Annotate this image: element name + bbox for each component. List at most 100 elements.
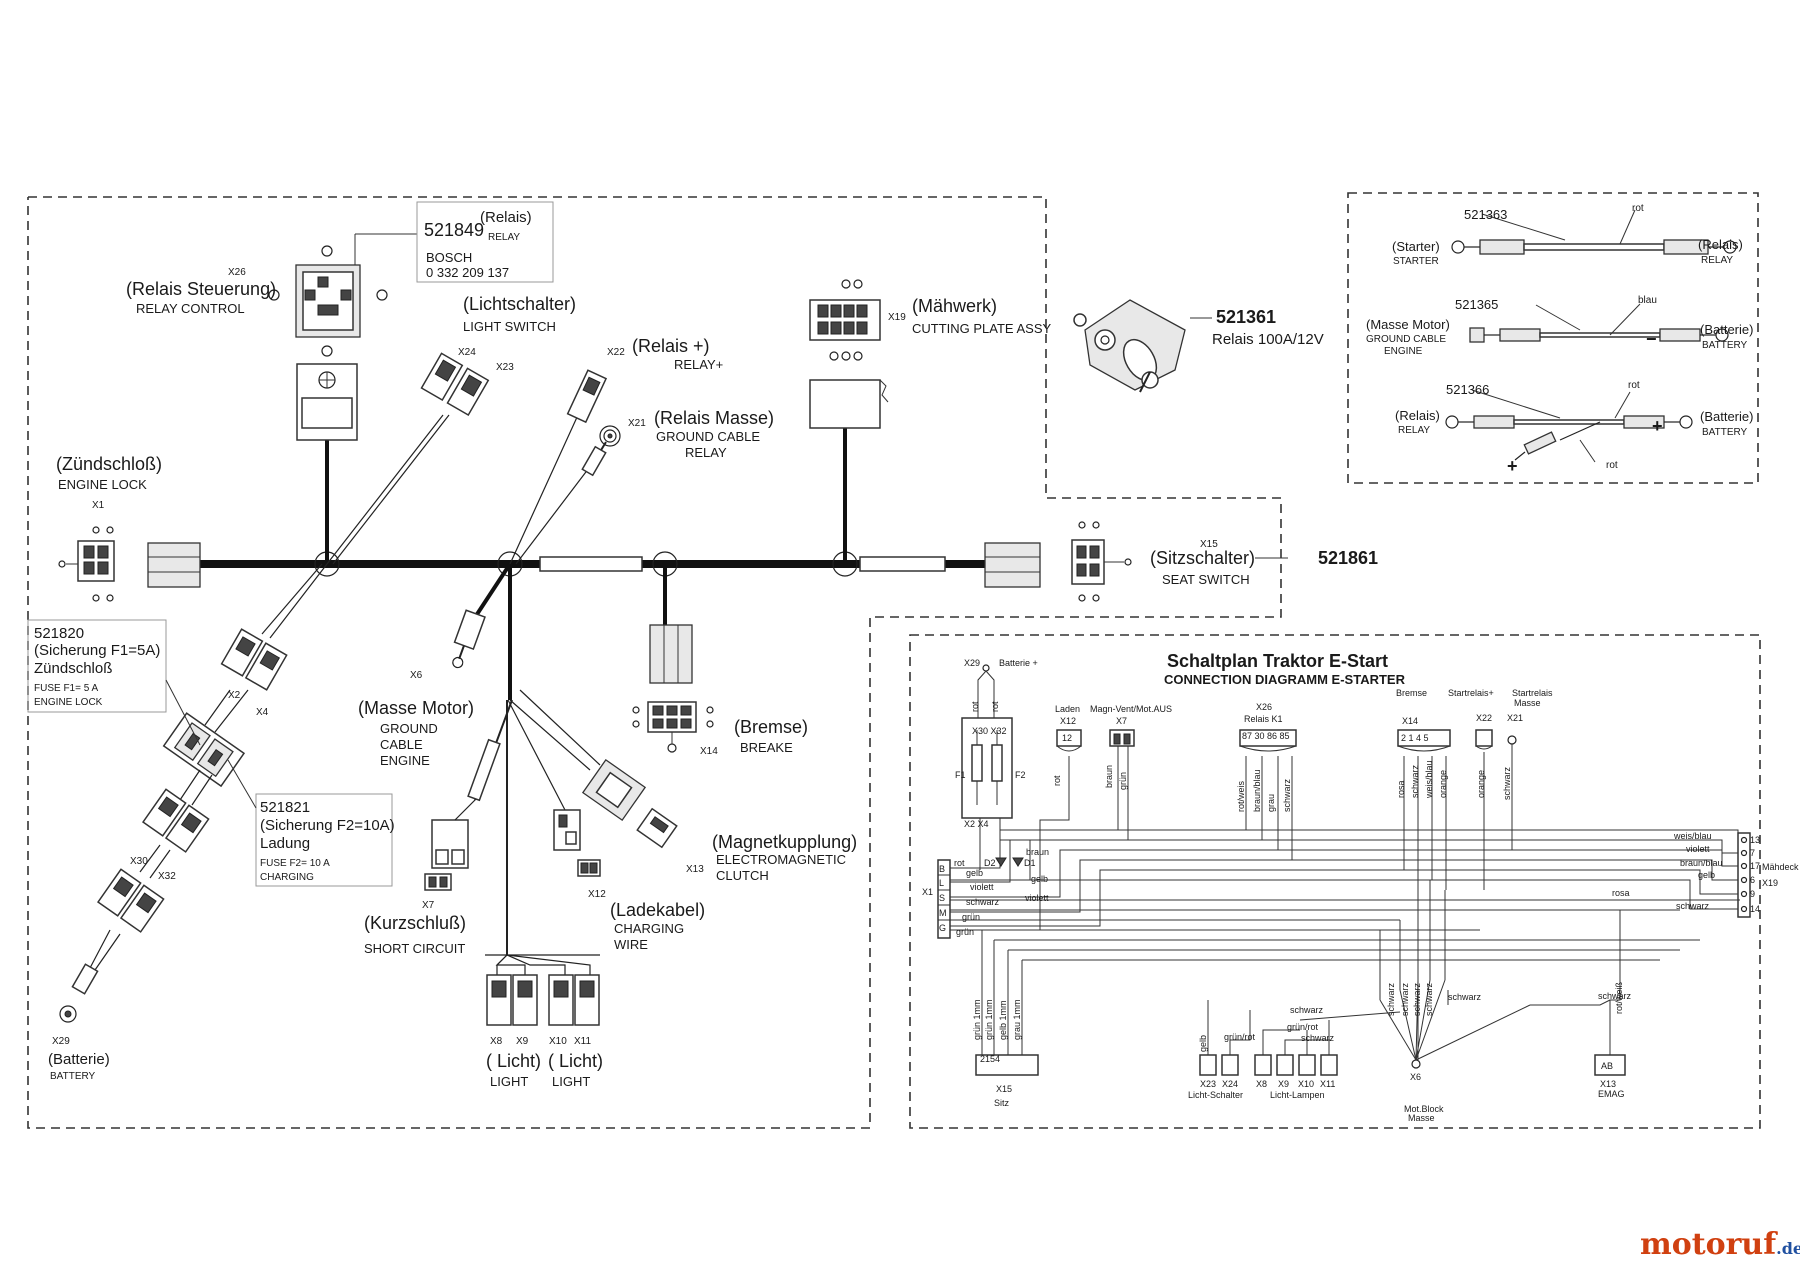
sch-batt: Batterie + <box>999 658 1038 668</box>
sch-w-schwarz-f2: schwarz <box>1400 982 1410 1016</box>
ground-motor-en3: ENGINE <box>380 753 430 768</box>
sch-w-violett1: violett <box>970 882 994 892</box>
sch-pins14: 2 1 4 5 <box>1401 733 1429 743</box>
cable3-left-de: (Relais) <box>1395 408 1440 423</box>
magnet-clutch-connector <box>581 758 678 849</box>
sch-x24: X24 <box>1222 1079 1238 1089</box>
sch-ab: AB <box>1601 1061 1613 1071</box>
battery-en: BATTERY <box>50 1071 96 1082</box>
sch-x1: X1 <box>922 887 933 897</box>
relay-control-x: X26 <box>228 267 246 278</box>
schematic-title: Schaltplan Traktor E-Start <box>1167 651 1388 671</box>
sch-pins12: 12 <box>1062 733 1072 743</box>
sch-w-rotweis: rot/weis <box>1236 780 1246 812</box>
sch-x12: X12 <box>1060 716 1076 726</box>
short-x: X7 <box>422 900 435 911</box>
sch-w-grau: grau <box>1266 794 1276 812</box>
sleeve-3 <box>467 738 501 802</box>
relay-ground-x: X21 <box>628 418 646 429</box>
relay-part-number: 521849 <box>424 220 484 240</box>
schematic-subtitle: CONNECTION DIAGRAMM E-STARTER <box>1164 672 1406 687</box>
cable-521366 <box>1445 415 1693 461</box>
relay-brand: BOSCH <box>426 250 472 265</box>
sch-x8: X8 <box>1256 1079 1267 1089</box>
sch-w-schwarz5: schwarz <box>1301 1033 1335 1043</box>
sch-laden: Laden <box>1055 704 1080 714</box>
sch-x11: X11 <box>1320 1079 1335 1089</box>
cable2-left-en1: GROUND CABLE <box>1366 334 1446 345</box>
x32-label: X32 <box>158 871 176 882</box>
brake-x: X14 <box>700 746 718 757</box>
cable1-color: rot <box>1632 203 1644 214</box>
sch-startrelais-masse1: Startrelais <box>1512 688 1553 698</box>
sch-w-violett2: violett <box>1025 893 1049 903</box>
cable1-part: 521363 <box>1464 207 1507 222</box>
cutting-plug <box>809 379 881 429</box>
brake-plug <box>649 624 693 684</box>
sch-x19-w6: schwarz <box>1676 901 1710 911</box>
sch-pins15: 2154 <box>980 1054 1000 1064</box>
brand-logo: motoruf.de <box>1640 1227 1800 1262</box>
brand-name: motoruf <box>1640 1227 1778 1262</box>
sch-w-schwarz-v3: schwarz <box>1502 766 1512 800</box>
magnet-x: X13 <box>686 864 704 875</box>
ground-motor-connector <box>452 609 486 669</box>
sch-emag: EMAG <box>1598 1089 1625 1099</box>
magnet-en2: CLUTCH <box>716 868 769 883</box>
sch-maehdeck: Mähdeck <box>1762 862 1799 872</box>
sch-magn: Magn-Vent/Mot.AUS <box>1090 704 1172 714</box>
battery-x: X29 <box>52 1036 70 1047</box>
sch-startrelais-plus: Startrelais+ <box>1448 688 1494 698</box>
sch-x22: X22 <box>1476 713 1492 723</box>
sch-x19-p5: 9 <box>1750 889 1755 899</box>
cutting-de: (Mähwerk) <box>912 296 997 316</box>
fuse2-label-box <box>255 793 393 887</box>
seat-part: 521861 <box>1318 548 1378 568</box>
sch-w-g4: grau 1mm <box>1012 999 1022 1040</box>
relay-control-en: RELAY CONTROL <box>136 301 245 316</box>
sch-sitz: Sitz <box>994 1098 1010 1108</box>
cutting-x: X19 <box>888 312 906 323</box>
sch-x2x4: X2 X4 <box>964 819 989 829</box>
sch-w-schwarz-v: schwarz <box>1282 778 1292 812</box>
cable1-right-en: RELAY <box>1701 255 1733 266</box>
starter-relay-icon <box>1073 299 1186 393</box>
brake-switch-icon <box>632 701 714 753</box>
ground-ring-icon <box>581 425 621 477</box>
sch-w-schwarz-f1: schwarz <box>1386 982 1396 1016</box>
sch-w-schwarz2: schwarz <box>1598 991 1632 1001</box>
relay-code: 0 332 209 137 <box>426 265 509 280</box>
sch-x19-w2: violett <box>1686 844 1710 854</box>
fuse1-label-box <box>27 619 167 713</box>
battery-connectors-lower <box>97 868 165 933</box>
relay-big-desc: Relais 100A/12V <box>1212 331 1324 348</box>
sch-licht-lampen: Licht-Lampen <box>1270 1090 1325 1100</box>
brand-suffix: .de <box>1776 1239 1800 1258</box>
sch-w-gruenrot2: grün/rot <box>1287 1022 1319 1032</box>
sch-x26: X26 <box>1256 702 1272 712</box>
sch-x19-w4: gelb <box>1698 870 1715 880</box>
ignition-switch-icon <box>58 526 115 602</box>
sch-masse: Masse <box>1408 1113 1435 1123</box>
sch-relais-k1: Relais K1 <box>1244 714 1283 724</box>
sch-w-braunblau: braun/blau <box>1252 769 1262 812</box>
relay-ground-en1: GROUND CABLE <box>656 429 760 444</box>
fuse1-l4: ENGINE LOCK <box>34 697 103 708</box>
fuse2-l1: (Sicherung F2=10A) <box>260 817 395 834</box>
relay-part-de: (Relais) <box>480 209 532 226</box>
sch-x15: X15 <box>996 1084 1012 1094</box>
sch-w-orange2: orange <box>1476 770 1486 798</box>
sch-d2: D2 <box>984 858 996 868</box>
cable-521363 <box>1451 239 1737 255</box>
sch-x19-p6: 14 <box>1750 904 1760 914</box>
cable3-left-en: RELAY <box>1398 425 1430 436</box>
cable3-right-de: (Batterie) <box>1700 409 1753 424</box>
light-switch-de: (Lichtschalter) <box>463 294 576 314</box>
charge-x: X12 <box>588 889 606 900</box>
light-connectors <box>486 974 600 1026</box>
sch-pins26: 87 30 86 85 <box>1242 731 1290 741</box>
relay-plus-x: X22 <box>607 347 625 358</box>
sch-w-rot-v2: rot <box>990 701 1000 712</box>
